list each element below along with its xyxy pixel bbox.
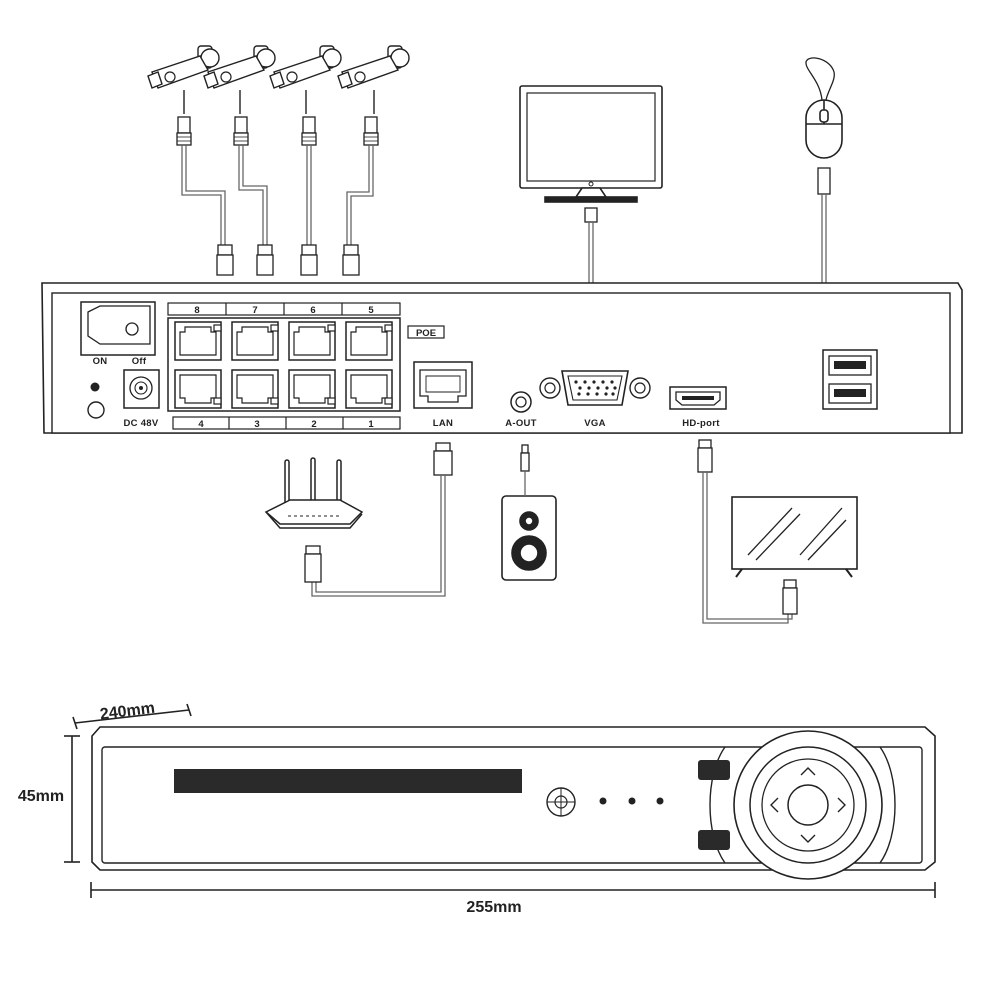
front-led	[628, 797, 636, 805]
audio-cable	[520, 444, 530, 496]
front-display-bar	[174, 769, 522, 793]
poe-port-1[interactable]	[345, 369, 393, 409]
poe-badge	[407, 325, 445, 339]
usb-ports[interactable]	[822, 349, 878, 410]
vga-port-label: VGA	[584, 418, 606, 429]
poe-port-3[interactable]	[231, 369, 279, 409]
front-led	[656, 797, 664, 805]
poe-port-number: 2	[311, 419, 316, 430]
dc-power-jack[interactable]	[123, 369, 160, 409]
front-button-top[interactable]	[698, 760, 730, 780]
power-switch[interactable]	[80, 301, 156, 356]
poe-number-row-bottom	[172, 416, 401, 430]
poe-port-number: 4	[198, 419, 204, 430]
speaker-icon	[501, 495, 557, 581]
switch-on-label: ON	[93, 356, 108, 367]
poe-port-number: 5	[368, 305, 374, 316]
vga-port[interactable]	[539, 370, 651, 406]
poe-port-2[interactable]	[288, 369, 336, 409]
nav-up-icon[interactable]	[800, 767, 816, 776]
poe-port-8[interactable]	[174, 321, 222, 361]
front-indicator-icon	[546, 787, 576, 817]
nav-right-icon[interactable]	[837, 797, 846, 813]
lan-port-label: LAN	[433, 418, 453, 429]
height-dimension-label: 45mm	[18, 788, 64, 805]
nvr-front-view	[91, 726, 936, 880]
nav-left-icon[interactable]	[770, 797, 779, 813]
poe-port-number: 3	[254, 419, 259, 430]
audio-out-jack[interactable]	[510, 391, 532, 413]
poe-ports	[167, 317, 401, 412]
poe-badge-label: POE	[416, 328, 436, 339]
poe-port-number: 7	[252, 305, 257, 316]
front-button-bottom[interactable]	[698, 830, 730, 850]
dc-power-label: DC 48V	[123, 418, 158, 429]
lan-cable	[304, 442, 453, 597]
poe-port-6[interactable]	[288, 321, 336, 361]
poe-port-number: 6	[310, 305, 315, 316]
router-icon	[264, 457, 364, 529]
tv-icon	[731, 496, 858, 578]
mouse-icon	[805, 57, 843, 159]
poe-port-number: 8	[194, 305, 199, 316]
nav-down-icon[interactable]	[800, 834, 816, 843]
hdmi-port[interactable]	[669, 386, 727, 410]
front-navigation-pad[interactable]	[733, 730, 883, 880]
hdmi-cable	[697, 439, 798, 624]
poe-port-5[interactable]	[345, 321, 393, 361]
camera-cables	[176, 116, 379, 276]
ip-cameras	[147, 45, 410, 115]
poe-number-row-top	[167, 302, 401, 316]
audio-out-label: A-OUT	[505, 418, 537, 429]
monitor-icon	[519, 85, 663, 203]
poe-port-number: 1	[368, 419, 374, 430]
front-led	[599, 797, 607, 805]
depth-dimension-label: 240mm	[99, 700, 156, 724]
poe-port-4[interactable]	[174, 369, 222, 409]
status-led	[90, 382, 100, 392]
poe-port-7[interactable]	[231, 321, 279, 361]
camera-icon	[337, 45, 410, 115]
hdmi-port-label: HD-port	[682, 418, 720, 429]
reset-button[interactable]	[87, 401, 105, 419]
width-dimension-label: 255mm	[466, 899, 521, 916]
lan-port[interactable]	[413, 361, 473, 409]
switch-off-label: Off	[132, 356, 147, 367]
dimension-lines	[64, 703, 936, 898]
camera-icon	[269, 45, 342, 115]
